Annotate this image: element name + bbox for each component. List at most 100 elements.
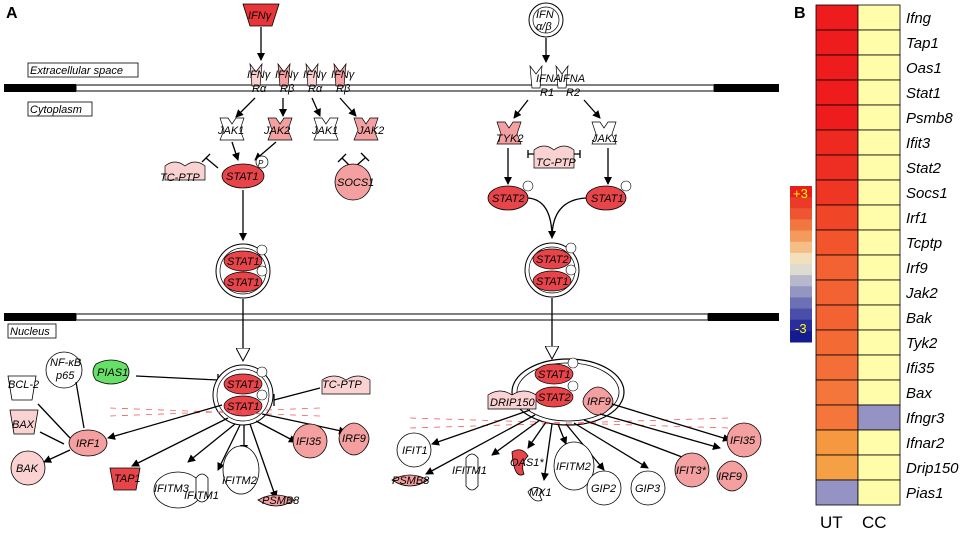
scale-max-label: +3: [793, 186, 808, 201]
heatmap-cell-jak2-ut: [815, 279, 859, 306]
plasma-membrane: [4, 84, 779, 92]
svg-text:Rα: Rα: [252, 83, 267, 95]
scale-min-label: -3: [795, 321, 807, 336]
ifnar-receptors: IFNA R1 IFNA R2: [529, 64, 585, 99]
svg-text:IFIT3*: IFIT3*: [676, 465, 707, 477]
tcptp-mid: TC-PTP: [527, 145, 581, 169]
heatmap-cell-bax-ut: [815, 379, 859, 406]
heatmap-cell-socs1-cc: [857, 179, 901, 206]
svg-text:JAK1: JAK1: [311, 125, 338, 137]
heatmap-cell-stat1-cc: [857, 79, 901, 106]
scale-step-6: [790, 252, 812, 265]
tyk2-jak1: TYK2 JAK1: [496, 121, 618, 145]
heatmap-cell-drip150-ut: [815, 454, 859, 481]
svg-text:JAK1: JAK1: [217, 125, 244, 137]
pias1: PIAS1: [92, 359, 130, 385]
scale-step-12: [790, 319, 812, 332]
heatmap-cell-ifnar2-ut: [815, 429, 859, 456]
svg-text:NF-κB: NF-κB: [50, 357, 81, 369]
svg-text:PSMB8: PSMB8: [392, 475, 430, 487]
svg-text:α/β: α/β: [536, 21, 552, 33]
gene-label-socs1: Socs1: [906, 185, 948, 202]
svg-text:IFN: IFN: [536, 9, 554, 21]
heatmap-cell-irf9-ut: [815, 254, 859, 281]
stat2-stat1-cytoplasm: STAT2 STAT1: [487, 180, 632, 211]
heatmap-cell-ifngr3-ut: [815, 404, 859, 431]
heatmap-cell-irf1-ut: [815, 204, 859, 231]
isgf3-targets: IFIT1 PSMB8 IFITM1 OAS1* MX1 IFITM2 GIP2…: [391, 422, 762, 506]
gene-label-irf9: Irf9: [906, 260, 928, 277]
svg-text:R1: R1: [540, 87, 554, 99]
svg-text:IFIT1: IFIT1: [402, 445, 428, 457]
svg-text:STAT1: STAT1: [227, 379, 260, 391]
scale-step-4: [790, 230, 812, 243]
scale-step-2: [790, 208, 812, 220]
bak: BAK: [10, 450, 46, 486]
svg-text:IFNγ: IFNγ: [247, 69, 272, 81]
svg-text:IRF9: IRF9: [342, 433, 366, 445]
svg-text:IFNγ: IFNγ: [331, 69, 356, 81]
panel-b-label: B: [794, 5, 806, 22]
heatmap-cell-stat1-ut: [815, 79, 859, 106]
heatmap-cell-drip150-cc: [857, 454, 901, 481]
heatmap-cell-ifng-cc: [857, 4, 901, 31]
column-label-cc: CC: [862, 513, 887, 532]
heatmap-cell-tyk2-cc: [857, 329, 901, 356]
tcptp-nucleus: TC-PTP: [321, 375, 371, 395]
heatmap-cell-tcptp-ut: [815, 229, 859, 256]
heatmap-cell-irf1-cc: [857, 204, 901, 231]
svg-text:R2: R2: [566, 87, 580, 99]
scale-step-9: [790, 286, 812, 298]
svg-text:TAP1: TAP1: [114, 473, 141, 485]
nfkb-p65: NF-κB p65: [45, 351, 83, 389]
gene-label-tap1: Tap1: [906, 35, 939, 52]
svg-text:STAT1: STAT1: [591, 193, 624, 205]
nucleus-label: Nucleus: [10, 326, 50, 338]
scale-step-8: [790, 275, 812, 287]
stat1-target-arrows: [107, 404, 347, 499]
svg-text:IFI35: IFI35: [730, 435, 756, 447]
irf1: IRF1: [68, 429, 108, 457]
gene-label-pias1: Pias1: [906, 485, 944, 502]
svg-text:BAK: BAK: [16, 463, 39, 475]
svg-text:MX1: MX1: [529, 487, 552, 499]
svg-text:IFNγ: IFNγ: [303, 69, 328, 81]
gene-label-irf1: Irf1: [906, 210, 928, 227]
expression-heatmap: IfngTap1Oas1Stat1Psmb8Ifit3Stat2Socs1Irf…: [815, 4, 959, 506]
svg-text:STAT2: STAT2: [492, 193, 525, 205]
svg-text:JAK1: JAK1: [591, 133, 618, 145]
gene-label-ifngr3: Ifngr3: [906, 410, 945, 427]
heatmap-cell-jak2-cc: [857, 279, 901, 306]
svg-text:TC-PTP: TC-PTP: [160, 172, 200, 184]
scale-step-0: [790, 186, 812, 198]
svg-text:IFITM1: IFITM1: [452, 465, 487, 477]
color-scale: [790, 186, 812, 343]
svg-text:STAT1: STAT1: [538, 369, 571, 381]
svg-text:IFNγ: IFNγ: [248, 10, 273, 22]
heatmap-cell-oas1-ut: [815, 54, 859, 81]
isgf3-target-arrows: [425, 403, 731, 481]
svg-text:Rβ: Rβ: [280, 83, 295, 95]
svg-text:IRF9: IRF9: [587, 396, 611, 408]
heatmap-cell-ifit3-ut: [815, 129, 859, 156]
heatmap-cell-tap1-ut: [815, 29, 859, 56]
svg-text:TC-PTP: TC-PTP: [322, 379, 362, 391]
ifngr-receptors: IFNγ Rα IFNγ Rβ IFNγ Rα IFNγ Rβ: [247, 62, 356, 95]
heatmap-cell-stat2-ut: [815, 154, 859, 181]
heatmap-cell-tap1-cc: [857, 29, 901, 56]
svg-text:GIP3: GIP3: [635, 483, 661, 495]
svg-text:SOCS1: SOCS1: [337, 177, 374, 189]
svg-text:STAT1: STAT1: [227, 277, 260, 289]
svg-text:JAK2: JAK2: [263, 125, 290, 137]
gene-label-tcptp: Tcptp: [906, 235, 942, 252]
heatmap-cell-oas1-cc: [857, 54, 901, 81]
heatmap-cell-ifng-ut: [815, 4, 859, 31]
gene-label-ifi35: Ifi35: [906, 360, 935, 377]
stat1-dimer-cytoplasm: STAT1 STAT1: [215, 243, 271, 299]
svg-text:P: P: [258, 159, 264, 168]
drip150: DRIP150: [487, 390, 537, 410]
heatmap-cell-psmb8-cc: [857, 104, 901, 131]
stat1-cytoplasm-left: STAT1 P: [221, 155, 269, 189]
svg-text:STAT2: STAT2: [536, 254, 569, 266]
